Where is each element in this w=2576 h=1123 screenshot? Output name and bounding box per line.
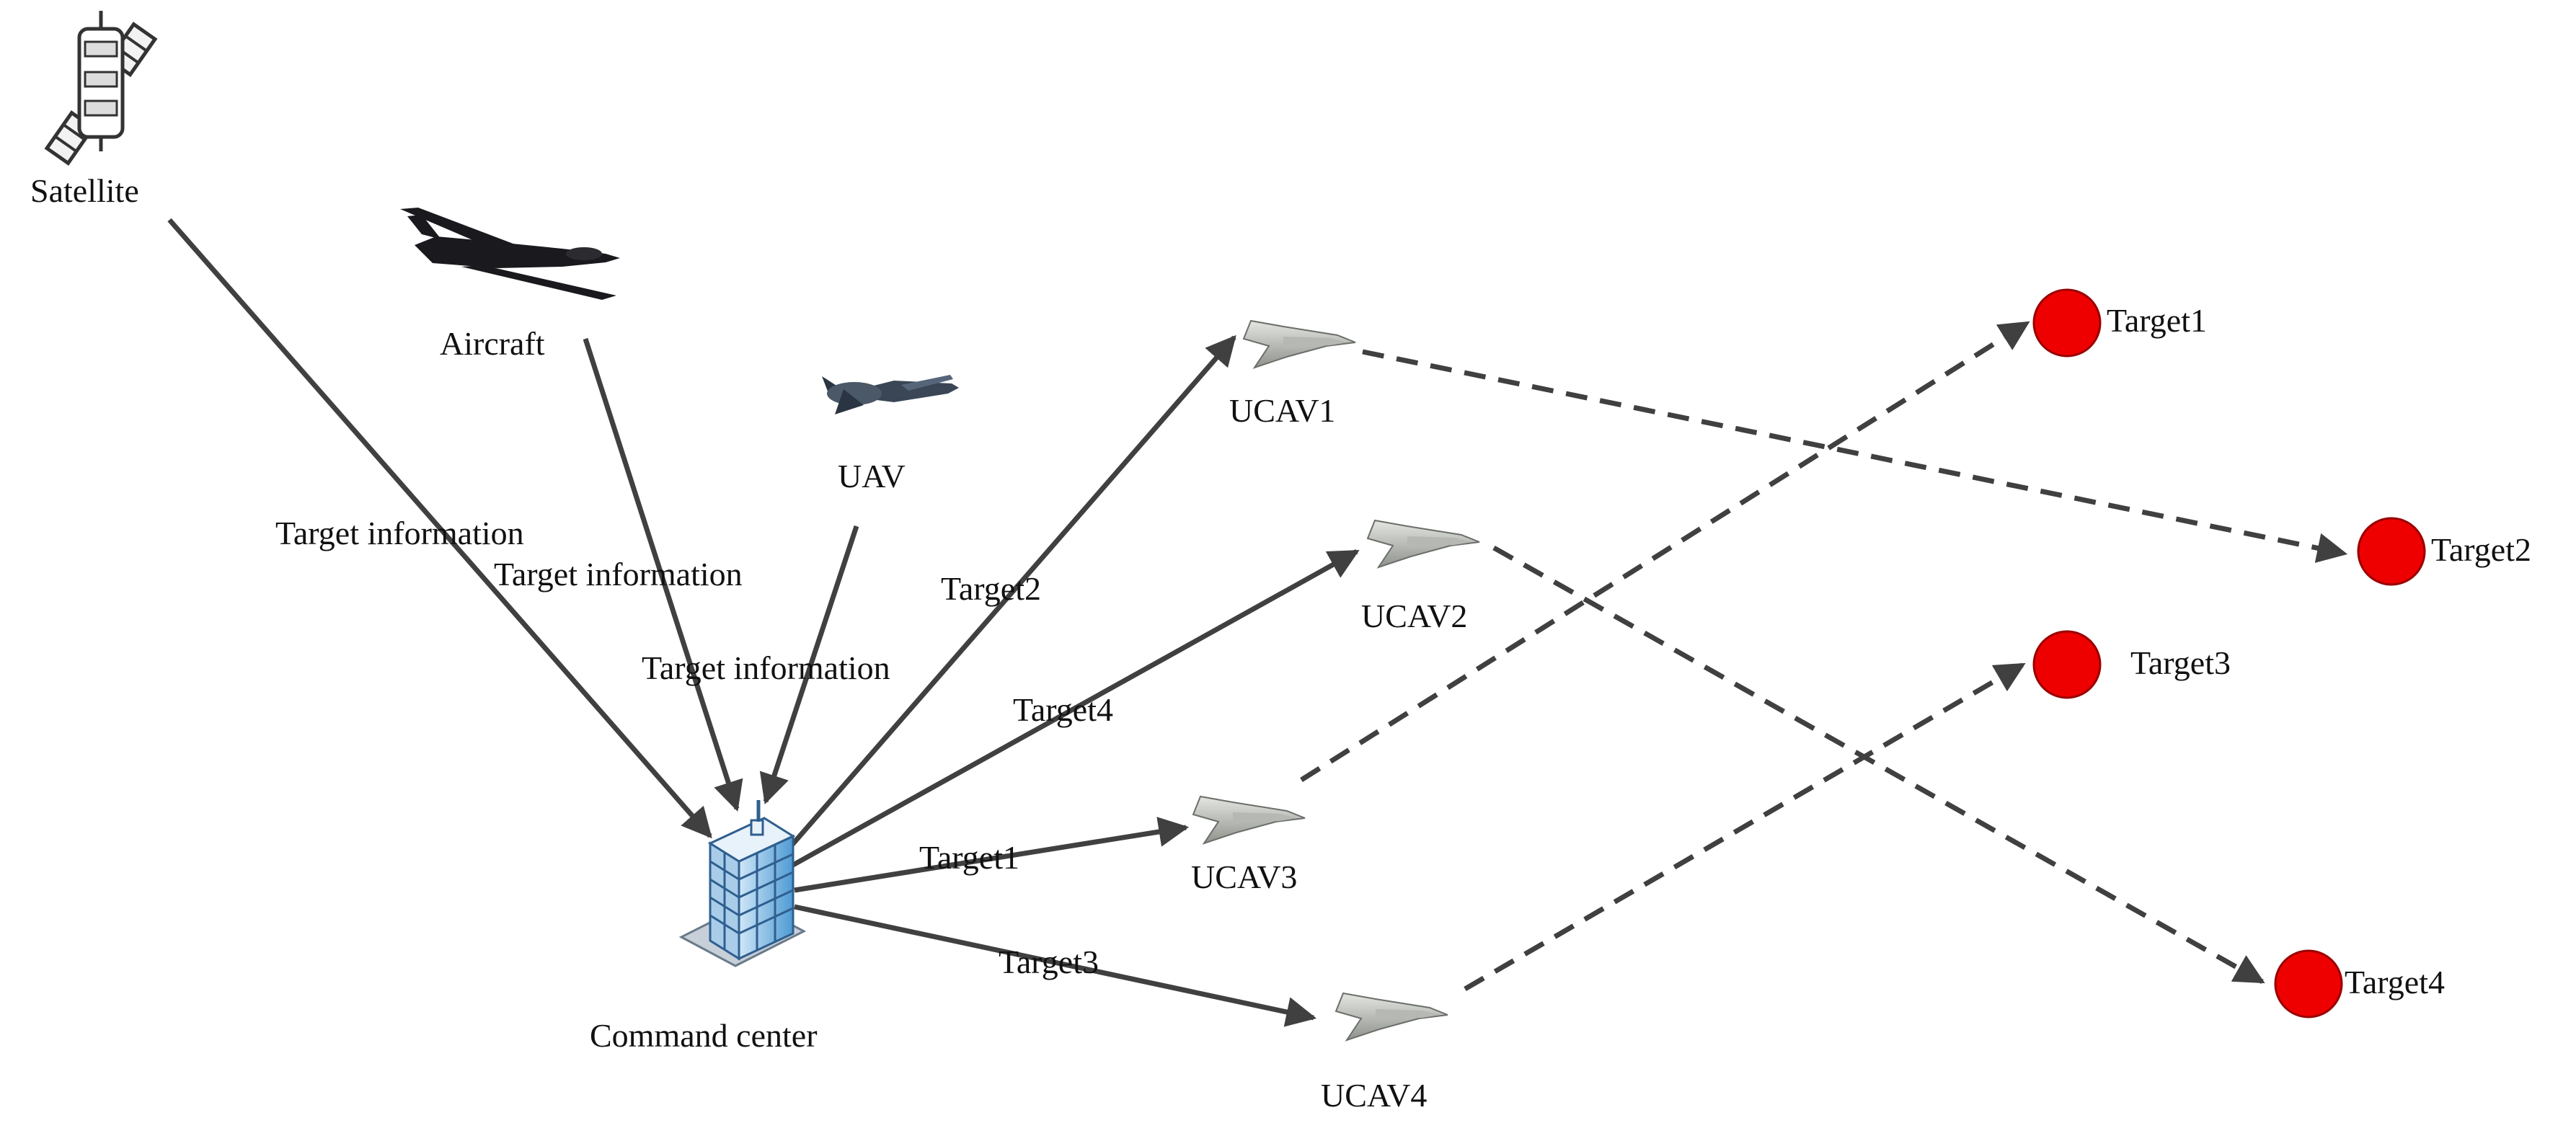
target4-marker	[2274, 949, 2343, 1018]
satellite-label: Satellite	[30, 172, 139, 209]
edge-aircraft-to-command-center	[583, 337, 743, 812]
edge-ucav4-to-target3	[1464, 662, 2026, 992]
edge-cc-to-ucav4	[794, 904, 1317, 1027]
edge-label-aircraft: Target information	[494, 556, 743, 592]
dashed-edges	[1300, 321, 2348, 992]
aircraft-icon	[400, 208, 620, 300]
edges	[167, 218, 1360, 1027]
edge-label-target3: Target3	[999, 944, 1099, 980]
target3-label: Target3	[2130, 644, 2231, 681]
edge-ucav3-to-target1	[1300, 321, 2030, 782]
target2-label: Target2	[2431, 531, 2531, 568]
edge-cc-to-ucav1	[784, 334, 1236, 854]
edge-label-target4: Target4	[1013, 691, 1113, 728]
uav-icon	[822, 375, 959, 414]
edge-ucav2-to-target4	[1492, 545, 2265, 985]
edge-satellite-to-command-center	[167, 218, 712, 839]
edge-label-target1: Target1	[919, 839, 1019, 876]
edge-uav-to-command-center	[759, 525, 859, 804]
target3-marker	[2032, 630, 2102, 699]
command-center-label: Command center	[590, 1017, 818, 1054]
satellite-icon	[44, 11, 158, 166]
edge-label-satellite: Target information	[275, 515, 524, 551]
ucav1-icon	[1242, 319, 1356, 369]
targets	[2032, 288, 2426, 1018]
building-icon	[678, 800, 807, 967]
edge-ucav1-to-target2	[1362, 349, 2348, 563]
target2-marker	[2357, 517, 2426, 586]
edge-label-target2: Target2	[941, 570, 1041, 607]
target1-label: Target1	[2107, 302, 2207, 339]
edge-label-uav: Target information	[642, 649, 890, 686]
target1-marker	[2032, 288, 2102, 358]
edge-cc-to-ucav3	[794, 817, 1190, 893]
ucav4-icon	[1335, 992, 1448, 1042]
ucav2-label: UCAV2	[1361, 598, 1467, 634]
ucav4-label: UCAV4	[1321, 1077, 1427, 1114]
aircraft-label: Aircraft	[440, 325, 545, 362]
target4-label: Target4	[2345, 964, 2445, 1000]
ucav3-label: UCAV3	[1191, 858, 1297, 895]
ucav3-icon	[1192, 795, 1306, 845]
uav-label: UAV	[838, 458, 906, 494]
ucav1-label: UCAV1	[1229, 392, 1335, 429]
ucav2-icon	[1366, 519, 1480, 569]
edge-cc-to-ucav2	[792, 549, 1360, 868]
